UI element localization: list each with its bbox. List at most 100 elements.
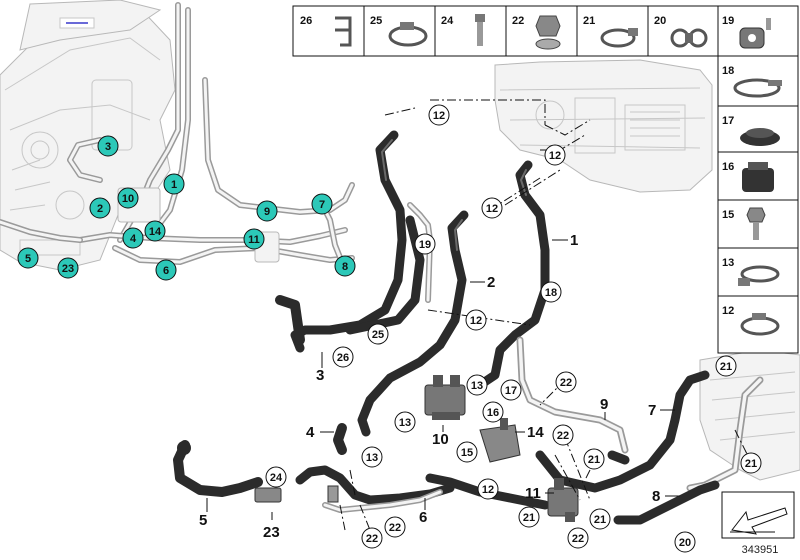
svg-text:20: 20 [654, 15, 666, 27]
svg-text:18: 18 [545, 287, 557, 299]
engine-callout-5[interactable]: 5 [17, 247, 39, 269]
direction-arrow-icon [730, 507, 788, 535]
svg-text:25: 25 [372, 329, 384, 341]
part-number-labels: 1 2 3 4 5 6 7 8 9 10 11 14 23 [199, 232, 660, 541]
engine-callout-9[interactable]: 9 [256, 200, 278, 222]
hose-8 [613, 480, 720, 525]
svg-text:16: 16 [487, 407, 499, 419]
table-cell-20[interactable]: 20 [654, 15, 708, 48]
svg-text:17: 17 [505, 385, 517, 397]
ref-20[interactable]: 20 [674, 531, 696, 553]
svg-text:21: 21 [523, 512, 535, 524]
table-cell-15[interactable]: 15 [722, 207, 766, 240]
rubber-plug-icon [742, 162, 774, 192]
ref-13[interactable]: 13 [394, 411, 416, 433]
svg-text:11: 11 [248, 234, 260, 246]
hose-clamp-icon [388, 22, 428, 47]
ref-16[interactable]: 16 [482, 401, 504, 423]
parts-table-side: 19 18 17 16 [717, 5, 799, 354]
svg-text:22: 22 [366, 533, 378, 545]
ref-13[interactable]: 13 [466, 374, 488, 396]
svg-text:12: 12 [486, 203, 498, 215]
engine-callout-8[interactable]: 8 [334, 255, 356, 277]
svg-text:26: 26 [300, 15, 312, 27]
part-label-5: 5 [199, 512, 207, 529]
ref-21[interactable]: 21 [518, 506, 540, 528]
svg-text:22: 22 [512, 15, 524, 27]
part-label-23: 23 [263, 524, 280, 541]
svg-text:19: 19 [419, 239, 431, 251]
ref-22[interactable]: 22 [384, 516, 406, 538]
bracket-icon [733, 78, 782, 98]
table-cell-26[interactable]: 26 [300, 15, 352, 47]
engine-callout-6[interactable]: 6 [155, 259, 177, 281]
svg-text:10: 10 [122, 193, 134, 205]
table-cell-17[interactable]: 17 [722, 115, 780, 146]
svg-text:6: 6 [163, 265, 169, 277]
table-cell-25[interactable]: 25 [370, 15, 428, 47]
engine-callout-14[interactable]: 14 [144, 220, 166, 242]
table-cell-22[interactable]: 22 [512, 15, 561, 50]
table-cell-18[interactable]: 18 [722, 65, 782, 98]
svg-text:21: 21 [583, 15, 595, 27]
bracket-icon [335, 16, 352, 47]
ref-15[interactable]: 15 [456, 441, 478, 463]
ref-21[interactable]: 21 [715, 355, 737, 377]
ref-21[interactable]: 21 [583, 448, 605, 470]
ref-21[interactable]: 21 [589, 508, 611, 530]
clip-icon [600, 28, 638, 48]
rubber-grommet-icon [739, 18, 771, 49]
svg-text:15: 15 [722, 209, 734, 221]
hose-7 [535, 370, 710, 493]
part-label-7: 7 [648, 402, 656, 419]
svg-text:24: 24 [441, 15, 454, 27]
ref-22[interactable]: 22 [552, 424, 574, 446]
ref-25[interactable]: 25 [367, 323, 389, 345]
ref-12[interactable]: 12 [465, 309, 487, 331]
hose-4 [333, 423, 347, 455]
svg-text:19: 19 [722, 15, 734, 27]
engine-callout-10[interactable]: 10 [117, 187, 139, 209]
ref-22[interactable]: 22 [555, 371, 577, 393]
ref-18[interactable]: 18 [540, 281, 562, 303]
ref-12[interactable]: 12 [544, 144, 566, 166]
table-cell-13[interactable]: 13 [722, 257, 780, 286]
diagram-id: 343951 [742, 544, 779, 556]
direction-arrow-box [721, 491, 795, 539]
table-cell-24[interactable]: 24 [441, 14, 485, 46]
ref-12[interactable]: 12 [428, 104, 450, 126]
engine-callout-23[interactable]: 23 [57, 257, 79, 279]
ref-12[interactable]: 12 [477, 478, 499, 500]
svg-text:12: 12 [470, 315, 482, 327]
svg-text:22: 22 [572, 533, 584, 545]
engine-callout-7[interactable]: 7 [311, 193, 333, 215]
ref-21[interactable]: 21 [740, 452, 762, 474]
engine-callout-2[interactable]: 2 [89, 197, 111, 219]
svg-text:24: 24 [270, 472, 283, 484]
table-cell-21[interactable]: 21 [583, 15, 638, 48]
valve-11 [547, 478, 579, 522]
svg-text:21: 21 [720, 361, 732, 373]
engine-callout-4[interactable]: 4 [122, 227, 144, 249]
ref-24[interactable]: 24 [265, 466, 287, 488]
spring-clamp-icon [738, 265, 780, 286]
svg-text:22: 22 [557, 430, 569, 442]
heater-box-illustration [494, 59, 713, 193]
circled-references: 12 12 12 12 12 19 18 25 26 13 13 13 17 1… [265, 104, 762, 553]
ref-19[interactable]: 19 [414, 233, 436, 255]
table-cell-16[interactable]: 16 [722, 161, 774, 192]
table-cell-19[interactable]: 19 [722, 15, 771, 49]
engine-callout-11[interactable]: 11 [243, 228, 265, 250]
ref-22[interactable]: 22 [567, 527, 589, 549]
svg-text:17: 17 [722, 115, 734, 127]
ref-26[interactable]: 26 [332, 346, 354, 368]
ref-22[interactable]: 22 [361, 527, 383, 549]
hose-5 [173, 440, 263, 497]
engine-callout-1[interactable]: 1 [163, 173, 185, 195]
ref-13[interactable]: 13 [361, 446, 383, 468]
ref-17[interactable]: 17 [500, 379, 522, 401]
engine-callout-3[interactable]: 3 [97, 135, 119, 157]
connector-26 [327, 485, 339, 503]
ref-12[interactable]: 12 [481, 197, 503, 219]
table-cell-12[interactable]: 12 [722, 305, 780, 336]
